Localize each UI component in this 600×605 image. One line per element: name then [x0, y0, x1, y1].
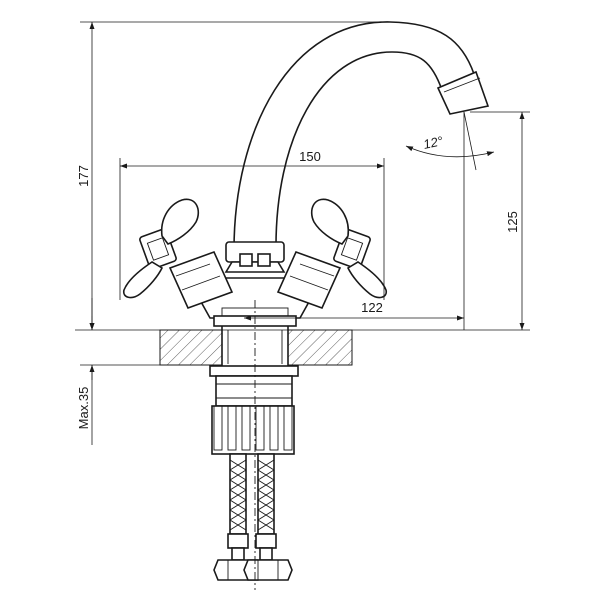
- dimension-spout-height: 125: [470, 111, 530, 330]
- dimension-label-177: 177: [76, 165, 91, 187]
- dimension-spout-angle: 12°: [405, 111, 495, 171]
- right-cross-handle[interactable]: [310, 198, 388, 299]
- dimension-label-150: 150: [299, 149, 321, 164]
- hose-braid-pattern: [229, 459, 275, 531]
- dimension-max-thickness: Max.35: [76, 298, 160, 445]
- dimension-label-125: 125: [505, 211, 520, 233]
- dimension-height-total: 177: [76, 21, 390, 330]
- fixing-nut: [211, 405, 295, 455]
- countertop-section: [159, 329, 353, 366]
- left-cross-handle[interactable]: [122, 198, 200, 299]
- dimension-label-max35: Max.35: [76, 387, 91, 430]
- supply-hoses: [213, 453, 293, 581]
- mounting-shank: [209, 324, 299, 407]
- spout: [224, 21, 490, 273]
- dimension-label-122: 122: [361, 300, 383, 315]
- dimension-handle-span: 150: [119, 149, 385, 300]
- dimension-label-12deg: 12°: [422, 133, 444, 152]
